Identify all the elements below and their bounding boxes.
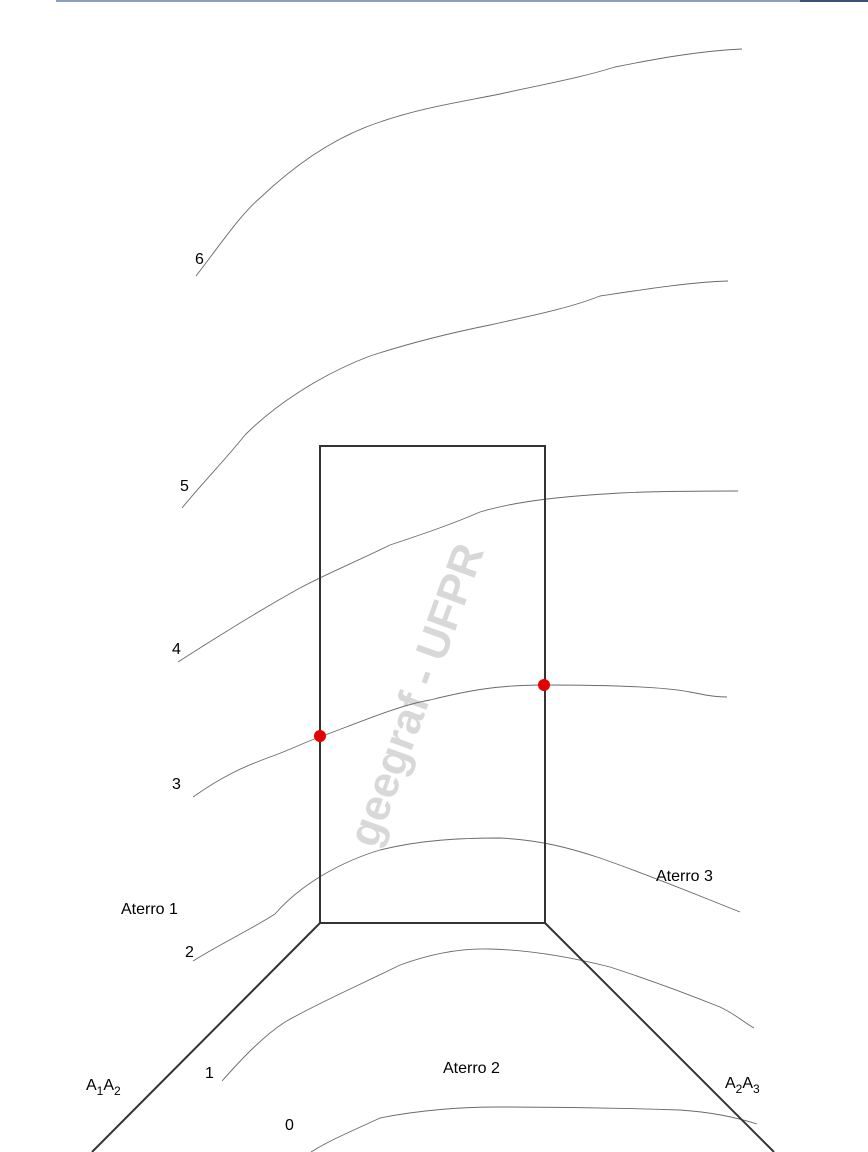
contour-line-1: [221, 948, 755, 1082]
contour-line-2: [192, 837, 741, 962]
contour-label-5: 5: [180, 478, 189, 495]
watermark: geegraf - UFPR: [339, 537, 494, 852]
slope-line-a2a3: [544, 922, 775, 1152]
slope-label-a1a2: A1A2: [86, 1077, 121, 1098]
contour-label-6: 6: [195, 251, 204, 268]
intersection-point-right: [538, 679, 550, 691]
contour-label-0: 0: [285, 1117, 294, 1134]
contour-line-6: [195, 48, 743, 277]
top-rule-accent: [800, 0, 868, 2]
slope-label-a2a3: A2A3: [725, 1075, 760, 1096]
contour-line-3: [192, 684, 728, 798]
contour-label-4: 4: [172, 641, 181, 658]
top-rule: [56, 0, 868, 2]
slope-line-a1a2: [91, 922, 321, 1152]
aterro-3-label: Aterro 3: [656, 868, 713, 885]
contour-line-4: [177, 490, 739, 663]
contour-line-5: [181, 280, 729, 509]
aterro-1-label: Aterro 1: [121, 901, 178, 918]
intersection-point-left: [314, 730, 326, 742]
contour-label-2: 2: [185, 944, 194, 961]
contour-label-3: 3: [172, 776, 181, 793]
contour-label-1: 1: [205, 1065, 214, 1082]
aterro-2-label: Aterro 2: [443, 1060, 500, 1077]
contour-line-0: [310, 1106, 758, 1152]
